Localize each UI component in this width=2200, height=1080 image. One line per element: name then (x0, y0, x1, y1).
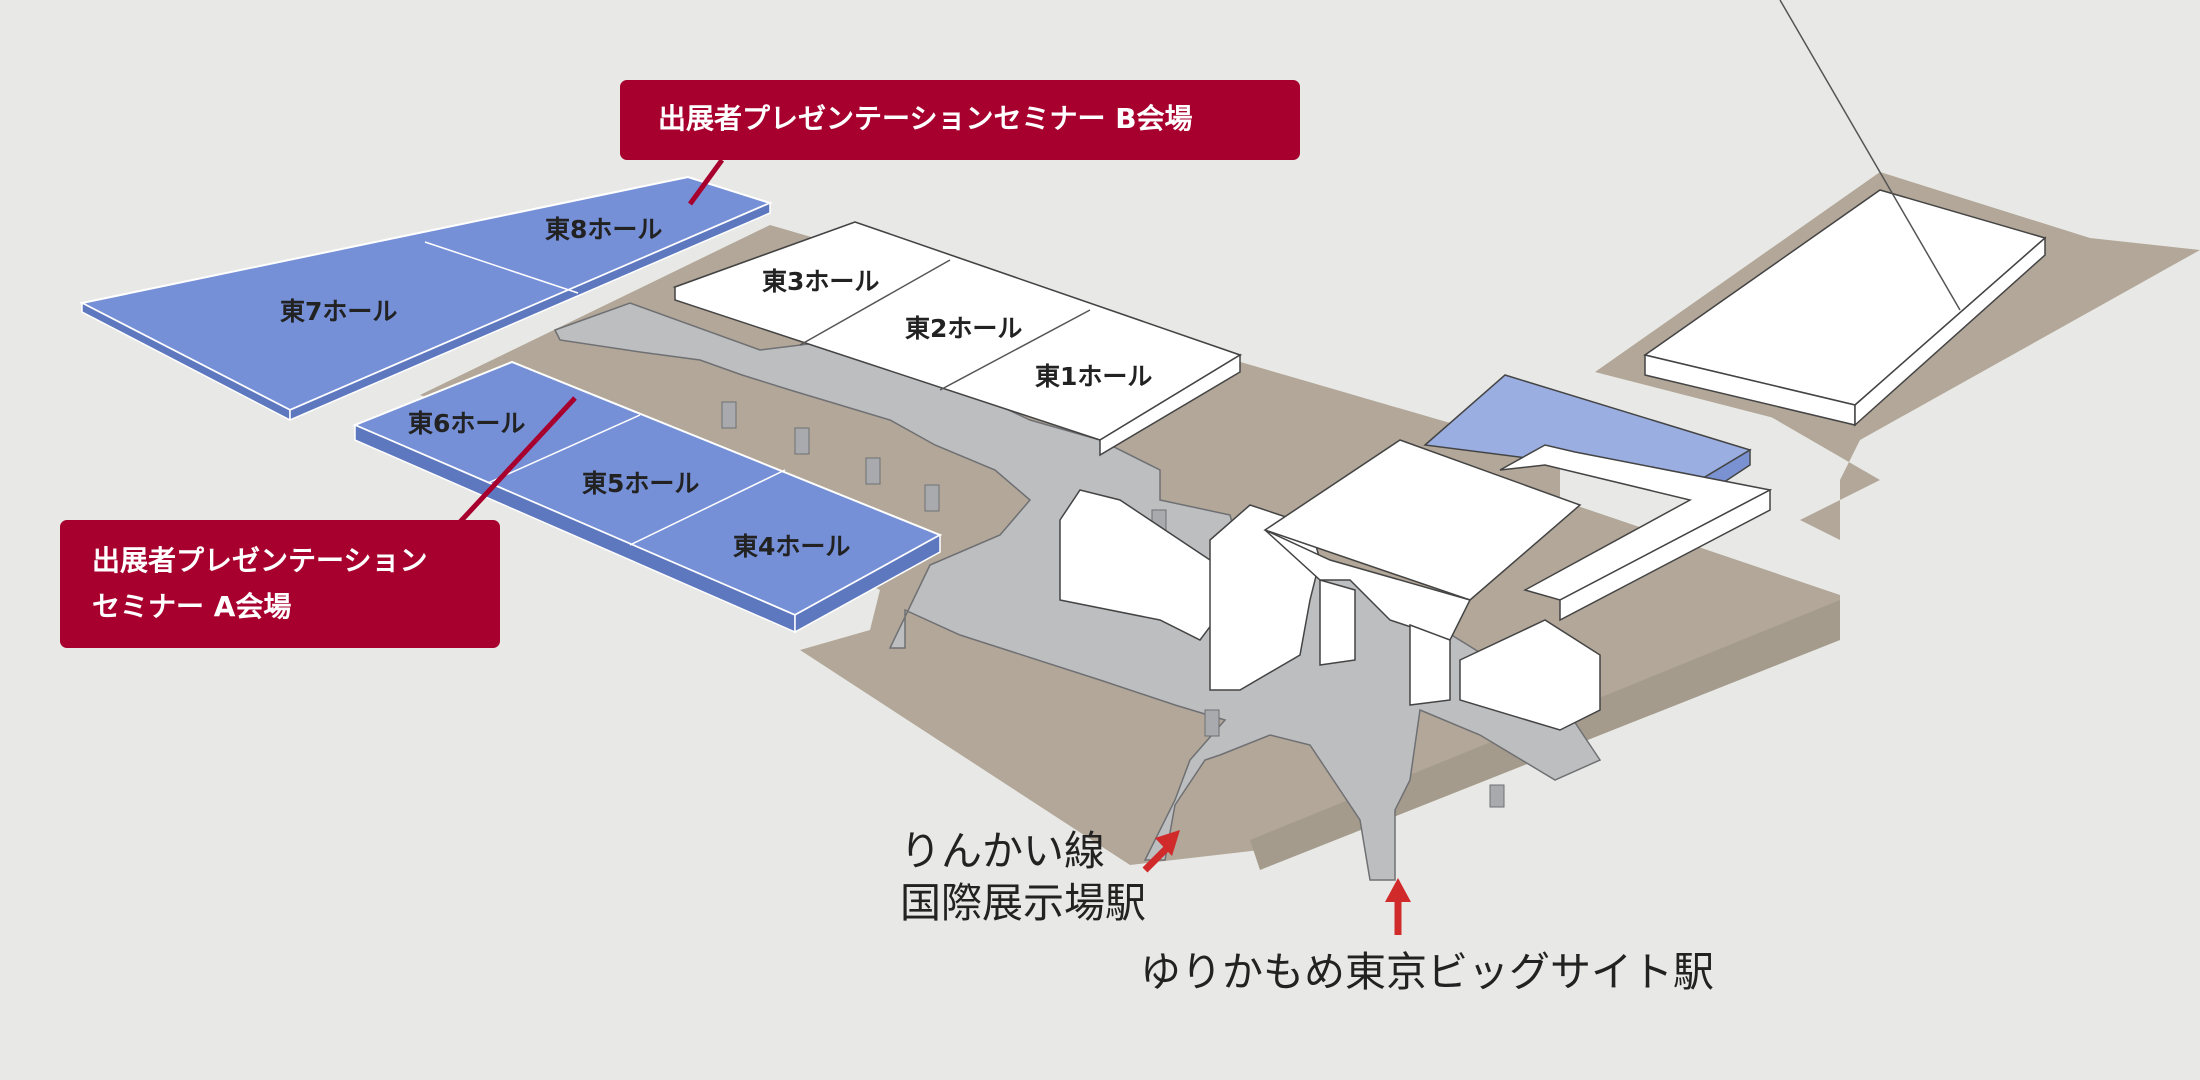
callout-venue-a-line2: セミナー A会場 (92, 590, 292, 623)
concourse-pillar (794, 427, 810, 455)
concourse-pillar (924, 484, 940, 512)
east-wing-white-side (1559, 488, 1771, 622)
hall-label-east8: 東8ホール (545, 215, 662, 244)
yurikamome-arrow-icon (1385, 878, 1411, 935)
station-yurikamome-label: ゆりかもめ東京ビッグサイト駅 (1140, 948, 1714, 996)
halls-4-6-divider (629, 469, 786, 546)
callout-venue-b: 出展者プレゼンテーションセミナー B会場 (620, 80, 1300, 160)
callout-venue-b-text: 出展者プレゼンテーションセミナー B会場 (658, 102, 1193, 135)
hall-label-east5: 東5ホール (582, 469, 699, 498)
halls-7-8-side (289, 201, 771, 422)
entrance-tower (1263, 439, 1582, 601)
station-rinkai-line1: りんかい線 (900, 827, 1105, 875)
concourse-pillar (721, 401, 737, 429)
station-rinkai-line2: 国際展示場駅 (900, 879, 1146, 927)
entrance-tower-leg (1409, 623, 1451, 706)
entrance-annex (1459, 619, 1601, 731)
far-east-hall-divider (1779, 0, 1961, 311)
hall-label-east4: 東4ホール (733, 532, 850, 561)
callout-venue-a-line1: 出展者プレゼンテーション (92, 544, 428, 577)
halls-4-6-divider (487, 414, 641, 484)
halls-7-8-divider (424, 241, 579, 294)
callout-a-leader (458, 396, 577, 524)
far-east-hall-side (1854, 236, 2046, 427)
halls-1-3-divider (939, 309, 1091, 391)
concourse-pillar (1204, 709, 1220, 737)
halls-1-3-divider (799, 259, 951, 346)
hall-label-east1: 東1ホール (1035, 362, 1152, 391)
halls-4-6-side (794, 533, 941, 634)
hall-label-east7: 東7ホール (280, 297, 397, 326)
rinkai-arrow-icon (1142, 830, 1180, 873)
hall-label-east2: 東2ホール (905, 314, 1022, 343)
callout-venue-a: 出展者プレゼンテーション セミナー A会場 (60, 520, 500, 648)
concourse-pillar (865, 457, 881, 485)
entrance-tower-leg (1319, 579, 1356, 666)
station-rinkai: りんかい線 国際展示場駅 (900, 825, 1146, 929)
hall-label-east6: 東6ホール (408, 409, 525, 438)
station-yurikamome: ゆりかもめ東京ビッグサイト駅 (1140, 946, 1714, 998)
hall-label-east3: 東3ホール (762, 267, 879, 296)
concourse-pillar (1489, 784, 1505, 808)
halls-1-3-side (1099, 353, 1241, 457)
callout-b-leader (687, 158, 725, 206)
